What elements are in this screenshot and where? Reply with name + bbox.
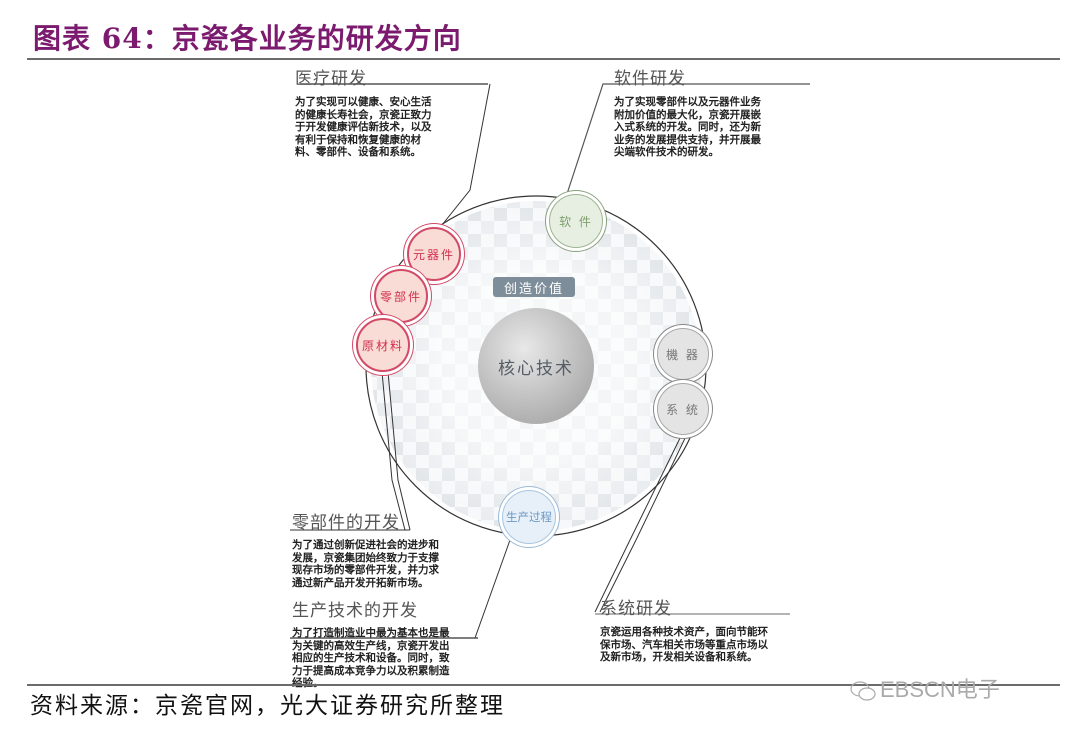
node-lingbujian: 零部件: [374, 269, 428, 323]
top-rule: [27, 58, 1060, 60]
node-production-process: 生产过程: [502, 490, 556, 544]
block-heading: 生产技术的开发: [292, 601, 418, 621]
node-software: 软 件: [549, 194, 603, 248]
figure-title: 图表 64：京瓷各业务的研发方向: [33, 22, 462, 55]
node-yuanqijian: 元器件: [407, 227, 461, 281]
block-production: 生产技术的开发 为了打造制造业中最为基本也是最 为关键的高效生产线，京瓷开发出 …: [292, 596, 492, 690]
block-heading: 软件研发: [614, 69, 686, 89]
watermark: EBSCN电子: [850, 672, 1000, 704]
value-tag: 创造价值: [493, 277, 575, 297]
wechat-icon: [850, 681, 876, 701]
block-heading: 系统研发: [600, 599, 672, 619]
source-note: 资料来源：京瓷官网，光大证券研究所整理: [30, 693, 505, 719]
core-technology-sphere: 核心技术: [478, 308, 594, 424]
block-medical: 医疗研发 为了实现可以健康、安心生活 的健康长寿社会，京瓷正致力 于开发健康评估…: [295, 64, 495, 159]
bottom-rule: [27, 684, 1060, 686]
block-components: 零部件的开发 为了通过创新促进社会的进步和 发展，京瓷集团始终致力于支撑 现存市…: [292, 508, 492, 589]
block-software: 软件研发 为了实现零部件以及元器件业务 附加价值的最大化，京瓷开展嵌 入式系统的…: [614, 64, 814, 159]
block-systems: 系统研发 京瓷运用各种技术资产，面向节能环 保市场、汽车相关市场等重点市场以 及…: [600, 594, 810, 664]
block-heading: 零部件的开发: [292, 513, 400, 533]
node-machine: 機 器: [657, 328, 709, 380]
block-heading: 医疗研发: [295, 69, 367, 89]
node-yuancailiao: 原材料: [356, 318, 410, 372]
node-system: 系 统: [657, 383, 709, 435]
